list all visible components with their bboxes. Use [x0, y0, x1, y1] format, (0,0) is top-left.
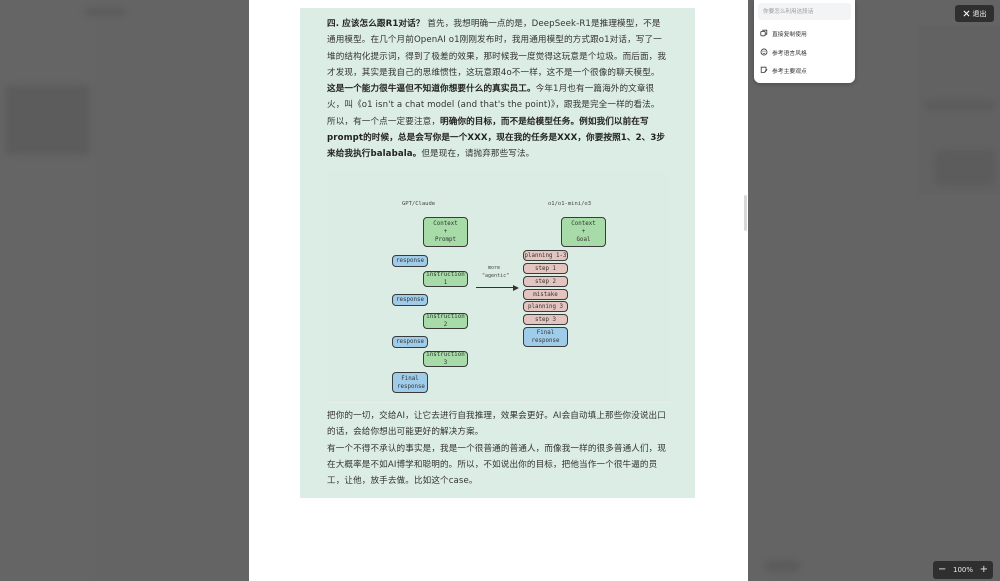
response-box: response [392, 255, 428, 267]
dimmed-right-card [935, 150, 995, 185]
agentic-comparison-diagram: GPT/Claude o1/o1-mini/o3 Context+Prompt … [327, 170, 670, 403]
paragraph-4: 把你的一切，交给AI，让它去进行自我推理，效果会更好。AI会自动填上那些你没说出… [327, 411, 666, 438]
context-goal-box: Context+Goal [561, 217, 606, 247]
right-column-title: o1/o1-mini/o3 [548, 201, 592, 207]
mistake-box: mistake [523, 289, 568, 300]
menu-item-reference-style[interactable]: 参考语言风格 [758, 44, 851, 60]
page-scrollbar[interactable] [744, 195, 747, 231]
dimmed-logo [85, 8, 125, 16]
arrow-icon [476, 287, 514, 289]
step-box: planning 3 [523, 301, 568, 312]
zoom-control: − 100% + [933, 561, 993, 579]
arrow-label-more: more [488, 265, 501, 271]
paragraph-3: 所以，有一个点一定要注意，明确你的目标，而不是给模型任务。例如我们以前在写pro… [327, 116, 666, 160]
usage-input[interactable] [758, 3, 851, 20]
paragraph-5: 有一个不得不承认的事实是，我是一个很普通的普通人，而像我一样的很多普通人们，现在… [327, 443, 667, 487]
response-box: response [392, 336, 428, 348]
section-heading: 四. 应该怎么跟R1对话？ [327, 19, 425, 29]
style-palette-icon [760, 48, 768, 56]
exit-button[interactable]: 退出 [955, 5, 994, 22]
left-column-title: GPT/Claude [402, 201, 436, 207]
copy-icon [760, 29, 768, 37]
step-box: step 3 [523, 314, 568, 325]
close-icon [963, 10, 969, 17]
context-prompt-box: Context+Prompt [423, 217, 468, 247]
zoom-level: 100% [952, 566, 973, 574]
response-box: response [392, 294, 428, 306]
instruction-box: instruction 1 [423, 271, 468, 287]
final-response-box: Final response [392, 372, 428, 393]
menu-item-copy-directly[interactable]: 直接复制使用 [758, 25, 851, 41]
paragraph-2: 这是一个能力很牛逼但不知道你想要什么的真实员工。今年1月也有一篇海外的文章很火，… [327, 84, 660, 111]
paragraph-1: 四. 应该怎么跟R1对话？ 首先，我想明确一点的是，DeepSeek-R1是推理… [327, 19, 667, 78]
final-response-box: Final response [523, 327, 568, 347]
dimmed-right-heading [925, 100, 995, 110]
arrow-label-agentic: "agentic" [482, 273, 510, 279]
arrowhead-icon [513, 284, 519, 291]
zoom-out-button[interactable]: − [938, 564, 947, 575]
step-box: planning 1-3 [523, 250, 568, 261]
menu-item-reference-viewpoints[interactable]: 参考主要观点 [758, 62, 851, 78]
usage-menu-popup: 直接复制使用 参考语言风格 参考主要观点 [754, 0, 855, 83]
dimmed-sidebar-block [5, 85, 90, 155]
dimmed-bottom-item [765, 560, 800, 572]
step-box: step 1 [523, 263, 568, 274]
highlighted-excerpt[interactable]: 四. 应该怎么跟R1对话？ 首先，我想明确一点的是，DeepSeek-R1是推理… [300, 8, 695, 498]
instruction-box: instruction 3 [423, 351, 468, 367]
step-box: step 2 [523, 276, 568, 287]
zoom-in-button[interactable]: + [979, 564, 988, 575]
instruction-box: instruction 2 [423, 313, 468, 329]
idea-note-icon [760, 66, 768, 73]
